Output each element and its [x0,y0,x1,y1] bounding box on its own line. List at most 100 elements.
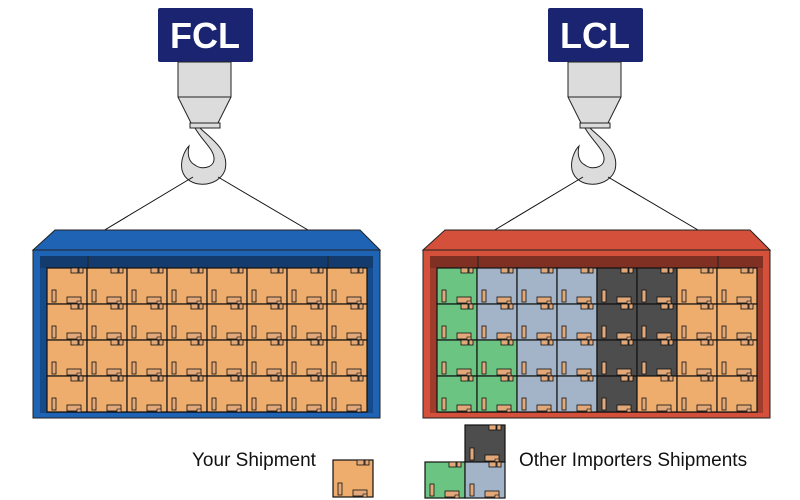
cargo-box [556,303,598,341]
box-tape [468,375,474,382]
cargo-box [126,267,168,305]
box-tape [318,339,324,346]
box-tape [460,375,469,382]
box-label [196,408,202,413]
box-label [226,332,242,340]
box-tape [110,303,119,310]
box-label [616,368,632,376]
box-label-tag [51,397,57,411]
box-label-tag [251,289,257,303]
box-tape [238,303,244,310]
box-label [306,296,322,304]
box-tape [70,267,79,274]
box-tape [628,339,634,346]
box-tape [118,375,124,382]
box-label [696,404,712,412]
container-beam [430,256,763,268]
cargo-box [246,339,288,377]
cargo-box [86,375,128,413]
box-tape [158,375,164,382]
box-tape [358,375,364,382]
box-label-tag [291,397,297,411]
box-label [106,296,122,304]
box-tape [488,424,497,431]
box-label [656,332,672,340]
box-label-tag [131,361,137,375]
cargo-box [246,267,288,305]
box-tape [620,267,629,274]
box-label-tag [91,397,97,411]
box-tape [238,339,244,346]
box-label-tag [251,361,257,375]
box-label-tag [171,289,177,303]
box-tape [230,303,239,310]
cargo-box [246,375,288,413]
box-label-tag [131,397,137,411]
cargo-box [596,267,638,305]
box-tape [78,303,84,310]
cargo-box [516,267,558,305]
legend-other-importers: Other Importers Shipments [519,450,748,471]
cargo-box [86,267,128,305]
box-tape [238,267,244,274]
box-tape [488,461,497,468]
cargo-box [676,303,718,341]
box-tape [364,459,370,466]
box-label [656,404,672,412]
box-label [656,296,672,304]
box-tape [460,267,469,274]
box-tape [270,375,279,382]
box-tape [500,303,509,310]
box-tape [628,303,634,310]
box-tape [588,375,594,382]
box-tape [358,303,364,310]
box-label [586,408,592,413]
box-tape [358,267,364,274]
box-tape [708,303,714,310]
box-tape [198,339,204,346]
box-label [352,489,368,497]
container-roof [421,229,772,251]
box-label [186,296,202,304]
container-beam [40,256,373,268]
box-label [536,368,552,376]
box-tape [158,339,164,346]
box-label [626,408,632,413]
box-tape [350,339,359,346]
box-tape [588,303,594,310]
box-label-tag [331,325,337,339]
box-tape [660,267,669,274]
box-tape [500,267,509,274]
crane-collar [189,122,221,129]
box-tape [468,267,474,274]
cargo-box [86,303,128,341]
box-label-tag [211,289,217,303]
cargo-box [636,303,678,341]
box-label [316,408,322,413]
box-label-tag [561,361,567,375]
box-label [696,368,712,376]
box-tape [748,339,754,346]
box-label-tag [291,289,297,303]
box-label [616,332,632,340]
box-tape [318,267,324,274]
box-label [346,404,362,412]
box-label-tag [561,325,567,339]
box-label-tag [469,447,475,461]
box-label [306,332,322,340]
box-label-tag [441,289,447,303]
box-tape [628,375,634,382]
cargo-box [476,339,518,377]
box-tape [668,339,674,346]
box-label [494,494,500,499]
box-label-tag [291,325,297,339]
legend-boxes [332,424,506,499]
box-tape [740,375,749,382]
box-label-tag [331,361,337,375]
box-tape [740,303,749,310]
cargo-box [464,424,506,463]
box-label [106,404,122,412]
box-tape [310,375,319,382]
crane-collar [579,122,611,129]
box-label-tag [51,325,57,339]
